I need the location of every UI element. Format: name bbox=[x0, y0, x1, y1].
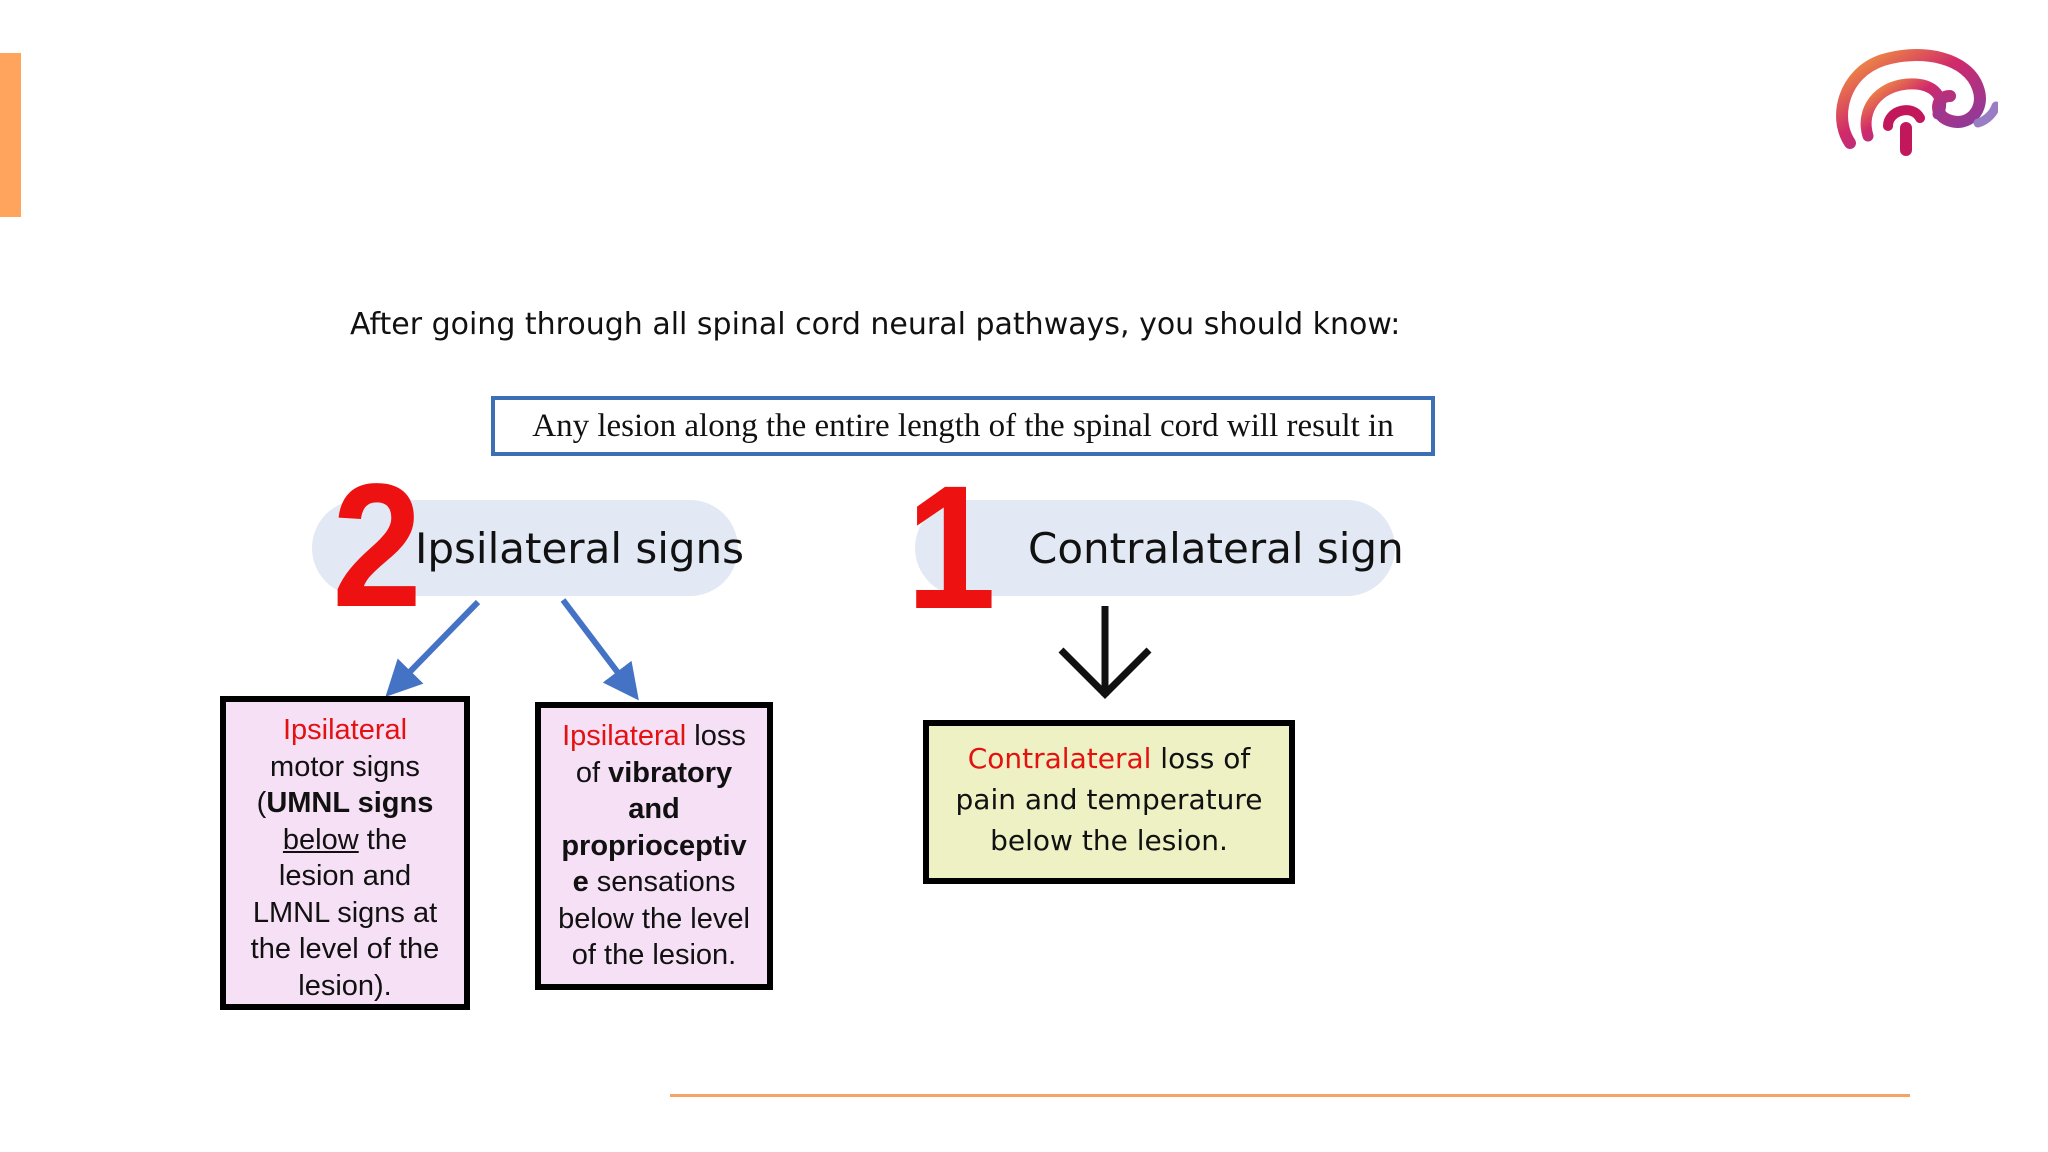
contra-line-2: pain and temperature bbox=[955, 783, 1263, 816]
motor-line-3a: ( bbox=[256, 787, 267, 819]
vib-line-4: proprioceptiv bbox=[561, 829, 747, 862]
number-1: 1 bbox=[906, 450, 996, 646]
intro-text: After going through all spinal cord neur… bbox=[350, 307, 1401, 342]
contralateral-sign-pill: Contralateral sign bbox=[915, 500, 1404, 596]
contra-line-1a: Contralateral bbox=[967, 742, 1152, 775]
number-2: 2 bbox=[332, 448, 422, 644]
contralateral-loss-box: Contralateral loss of pain and temperatu… bbox=[923, 720, 1295, 884]
motor-line-7: the level of the bbox=[250, 933, 440, 965]
ipsilateral-signs-pill: Ipsilateral signs bbox=[312, 500, 744, 596]
arrow-down-contralateral bbox=[1058, 606, 1152, 699]
vib-line-6: below the level bbox=[558, 902, 750, 935]
motor-line-5: lesion and bbox=[278, 860, 412, 892]
contra-line-1b: loss of bbox=[1151, 742, 1251, 775]
motor-line-4a: below bbox=[282, 823, 359, 856]
motor-line-8: lesion). bbox=[298, 969, 392, 1002]
ipsilateral-vibratory-box: Ipsilateral loss of vibratory and propri… bbox=[535, 702, 773, 990]
vib-line-7: of the lesion. bbox=[571, 939, 737, 971]
motor-line-6: LMNL signs at bbox=[252, 896, 438, 929]
vib-line-1a: Ipsilateral bbox=[562, 720, 687, 752]
contra-line-3: below the lesion. bbox=[990, 824, 1228, 857]
brain-logo-icon bbox=[1836, 49, 1998, 156]
bottom-divider bbox=[670, 1094, 1910, 1097]
vib-line-3: and bbox=[628, 793, 680, 825]
motor-line-4b: the bbox=[358, 823, 408, 856]
accent-bar bbox=[0, 53, 21, 217]
motor-line-2: motor signs bbox=[270, 750, 420, 783]
contralateral-sign-label: Contralateral sign bbox=[1028, 523, 1404, 573]
vib-line-1b: loss bbox=[686, 720, 746, 752]
vib-line-2b: vibratory bbox=[608, 756, 733, 789]
ipsilateral-signs-label: Ipsilateral signs bbox=[415, 523, 745, 573]
arrow-to-vibratory-box bbox=[560, 598, 639, 701]
ipsilateral-motor-box: Ipsilateral motor signs (UMNL signs belo… bbox=[220, 696, 470, 1010]
vib-line-5a: e bbox=[572, 866, 589, 898]
vib-line-2a: of bbox=[575, 756, 609, 789]
motor-line-3b: UMNL signs bbox=[266, 787, 434, 819]
motor-line-1: Ipsilateral bbox=[282, 714, 408, 746]
vib-line-5b: sensations bbox=[588, 866, 736, 898]
lesion-statement-box: Any lesion along the entire length of th… bbox=[491, 396, 1435, 456]
